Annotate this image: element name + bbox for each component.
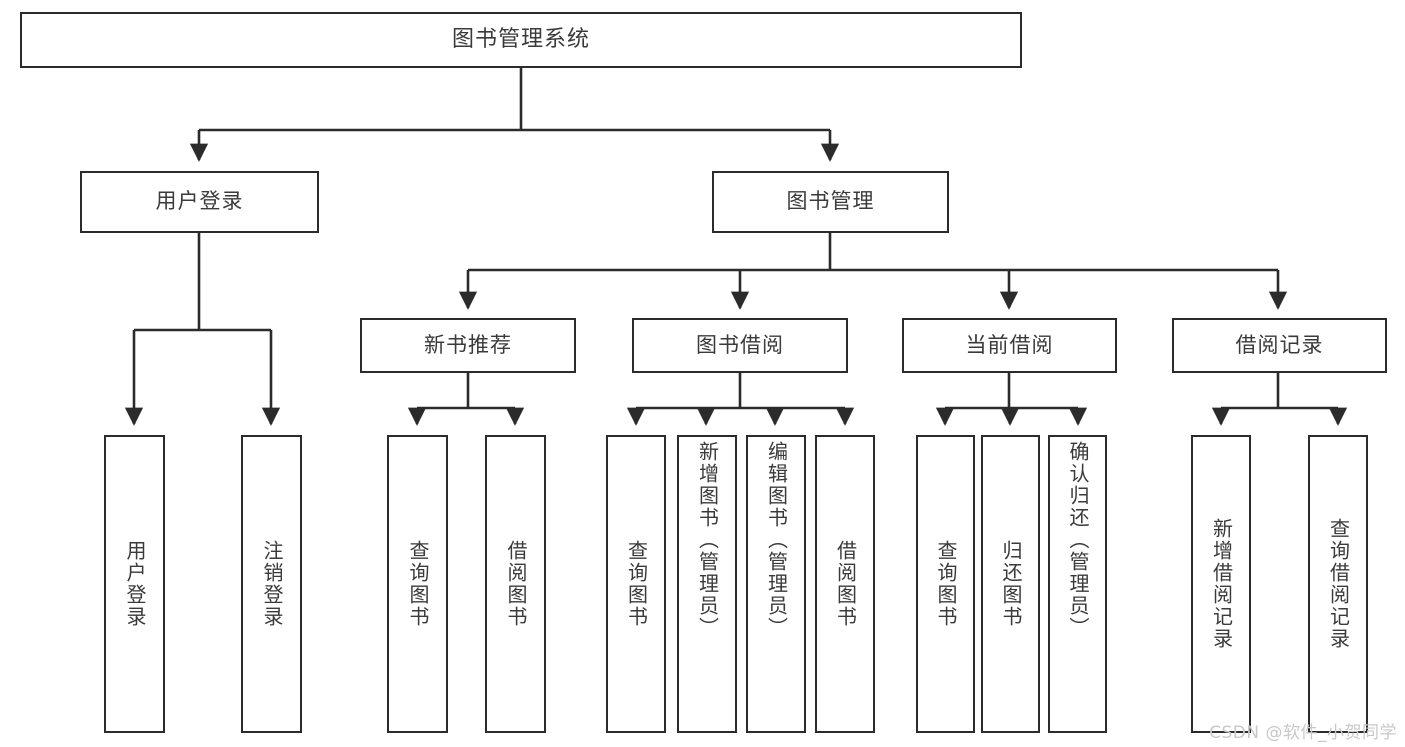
leaf-user-login-login[interactable]: 用户登录 — [104, 435, 165, 733]
node-book-management-label: 图书管理 — [786, 189, 875, 214]
leaf-user-login-logout[interactable]: 注销登录 — [241, 435, 302, 733]
leaf-new-book-query-label: 查询图书 — [406, 540, 430, 628]
leaf-new-book-borrow-label: 借阅图书 — [504, 540, 528, 628]
node-book-borrow[interactable]: 图书借阅 — [632, 318, 848, 373]
leaf-book-borrow-add[interactable]: 新增图书（管理员） — [677, 435, 737, 733]
node-borrow-record-label: 借阅记录 — [1235, 332, 1324, 357]
leaf-new-book-query[interactable]: 查询图书 — [387, 435, 448, 733]
leaf-current-borrow-confirm[interactable]: 确认归还（管理员） — [1048, 435, 1107, 733]
node-current-borrow[interactable]: 当前借阅 — [902, 318, 1117, 373]
leaf-current-borrow-confirm-label: 确认归还（管理员） — [1066, 441, 1090, 639]
leaf-current-borrow-return[interactable]: 归还图书 — [981, 435, 1040, 733]
leaf-book-borrow-add-label: 新增图书（管理员） — [695, 441, 720, 639]
leaf-book-borrow-query-label: 查询图书 — [624, 540, 649, 628]
node-book-borrow-label: 图书借阅 — [696, 332, 784, 357]
node-root-system-label: 图书管理系统 — [451, 26, 590, 52]
node-new-book-recommend[interactable]: 新书推荐 — [360, 318, 576, 373]
leaf-borrow-record-add[interactable]: 新增借阅记录 — [1191, 435, 1251, 733]
leaf-book-borrow-edit-label: 编辑图书（管理员） — [764, 441, 789, 639]
leaf-borrow-record-query[interactable]: 查询借阅记录 — [1308, 435, 1368, 733]
leaf-book-borrow-borrow-label: 借阅图书 — [833, 540, 858, 628]
leaf-user-login-logout-label: 注销登录 — [260, 540, 284, 628]
node-current-borrow-label: 当前借阅 — [965, 332, 1054, 357]
leaf-borrow-record-add-label: 新增借阅记录 — [1209, 518, 1234, 650]
node-book-management[interactable]: 图书管理 — [712, 171, 949, 233]
leaf-borrow-record-query-label: 查询借阅记录 — [1326, 518, 1351, 650]
leaf-current-borrow-query-label: 查询图书 — [934, 540, 958, 628]
leaf-current-borrow-query[interactable]: 查询图书 — [916, 435, 975, 733]
node-root-system[interactable]: 图书管理系统 — [20, 12, 1022, 68]
leaf-book-borrow-edit[interactable]: 编辑图书（管理员） — [746, 435, 806, 733]
leaf-user-login-login-label: 用户登录 — [123, 540, 147, 628]
leaf-book-borrow-query[interactable]: 查询图书 — [606, 435, 666, 733]
node-new-book-recommend-label: 新书推荐 — [424, 332, 512, 357]
node-user-login[interactable]: 用户登录 — [80, 171, 319, 233]
leaf-current-borrow-return-label: 归还图书 — [999, 540, 1023, 628]
node-borrow-record[interactable]: 借阅记录 — [1172, 318, 1387, 373]
leaf-book-borrow-borrow[interactable]: 借阅图书 — [815, 435, 875, 733]
leaf-new-book-borrow[interactable]: 借阅图书 — [485, 435, 546, 733]
node-user-login-label: 用户登录 — [155, 189, 244, 214]
